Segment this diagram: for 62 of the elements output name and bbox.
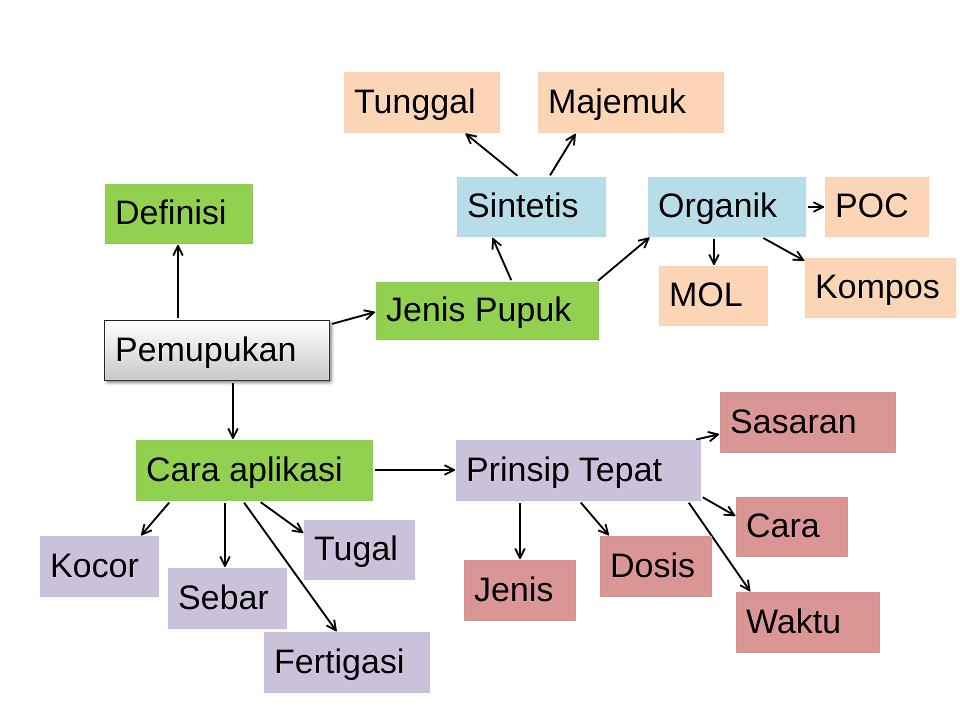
node-label: Tugal xyxy=(314,530,398,570)
node-label: POC xyxy=(835,187,909,227)
concept-box xyxy=(825,177,929,237)
node-label: Sasaran xyxy=(730,402,857,442)
arrow xyxy=(219,503,231,567)
arrow xyxy=(514,503,526,559)
arrow xyxy=(688,502,750,592)
arrow xyxy=(702,496,736,516)
arrow xyxy=(332,309,376,325)
node-label: Tunggal xyxy=(354,82,476,122)
node-label: Cara aplikasi xyxy=(146,450,343,490)
arrow xyxy=(580,502,610,536)
arrow xyxy=(140,502,170,536)
arrow xyxy=(708,239,720,265)
concept-box xyxy=(736,592,880,653)
arrow xyxy=(172,245,184,318)
concept-box xyxy=(736,497,848,557)
arrow xyxy=(375,464,455,476)
arrow xyxy=(243,502,337,632)
arrow xyxy=(465,133,518,177)
main-topic-box xyxy=(104,320,330,381)
node-label: Cara xyxy=(746,507,820,547)
concept-box xyxy=(304,520,415,580)
concept-box xyxy=(344,72,500,133)
concept-box xyxy=(40,536,159,597)
node-label: Fertigasi xyxy=(274,642,404,682)
node-label: MOL xyxy=(669,276,743,316)
node-label: Majemuk xyxy=(548,82,686,122)
node-label: Definisi xyxy=(115,194,226,234)
concept-box xyxy=(456,440,701,501)
concept-box xyxy=(264,632,430,693)
node-label: Sintetis xyxy=(467,187,578,227)
node-label: Jenis xyxy=(474,570,554,610)
node-label: Kompos xyxy=(815,268,940,308)
node-label: Pemupukan xyxy=(115,330,296,370)
concept-box xyxy=(464,560,576,621)
concept-box xyxy=(168,568,287,629)
node-label: Jenis Pupuk xyxy=(386,291,572,331)
node-label: Prinsip Tepat xyxy=(466,450,662,490)
arrow xyxy=(549,134,576,176)
concept-box xyxy=(538,72,724,133)
arrow xyxy=(762,237,804,262)
concept-box xyxy=(376,282,599,340)
concept-box xyxy=(105,184,253,244)
arrow xyxy=(260,501,304,534)
concept-box xyxy=(457,177,606,237)
concept-box xyxy=(659,266,768,326)
arrow xyxy=(492,238,512,281)
node-label: Waktu xyxy=(746,602,842,642)
concept-box xyxy=(648,177,806,237)
arrow xyxy=(808,201,824,213)
arrow xyxy=(597,237,650,282)
node-label: Kocor xyxy=(50,546,139,586)
arrow xyxy=(227,383,239,439)
concept-box xyxy=(720,392,896,453)
node-label: Sebar xyxy=(178,578,269,618)
concept-box xyxy=(600,536,712,597)
arrow xyxy=(696,431,719,442)
node-label: Dosis xyxy=(610,546,696,586)
node-label: Organik xyxy=(658,187,778,227)
concept-box xyxy=(805,258,956,318)
concept-box xyxy=(136,440,373,501)
